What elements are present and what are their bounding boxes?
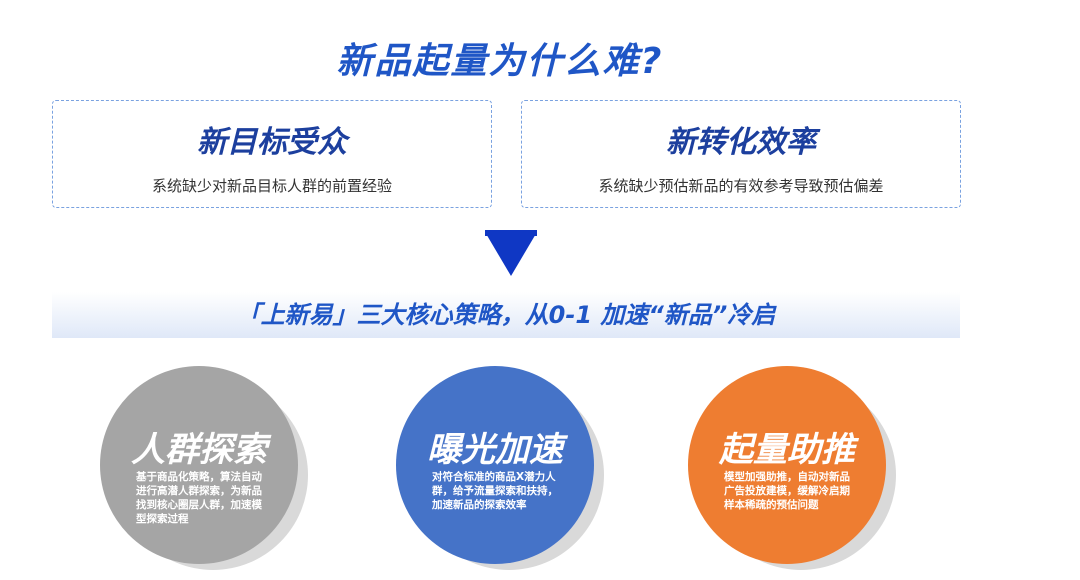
circle-bg: 曝光加速 对符合标准的商品X潜力人群，给予流量探索和扶持，加速新品的探索效率 <box>396 366 594 564</box>
circle-bg: 人群探索 基于商品化策略，算法自动进行高潜人群探索，为新品找到核心圈层人群，加速… <box>100 366 298 564</box>
circle-text: 基于商品化策略，算法自动进行高潜人群探索，为新品找到核心圈层人群，加速模型探索过… <box>136 471 262 525</box>
problem-text: 系统缺少预估新品的有效参考导致预估偏差 <box>598 177 884 195</box>
circle-title: 曝光加速 <box>427 430 563 470</box>
problem-heading: 新目标受众 <box>197 125 347 160</box>
page-title: 新品起量为什么难? <box>336 41 664 82</box>
strategy-circle-audience: 人群探索 基于商品化策略，算法自动进行高潜人群探索，为新品找到核心圈层人群，加速… <box>100 366 310 570</box>
circle-text: 对符合标准的商品X潜力人群，给予流量探索和扶持，加速新品的探索效率 <box>432 471 558 511</box>
strategy-circle-exposure: 曝光加速 对符合标准的商品X潜力人群，给予流量探索和扶持，加速新品的探索效率 <box>396 366 606 570</box>
problem-text: 系统缺少对新品目标人群的前置经验 <box>151 177 392 195</box>
strategy-banner: 「上新易」三大核心策略，从0-1 加速“新品”冷启 <box>52 292 960 338</box>
circle-text: 模型加强助推，自动对新品广告投放建模，缓解冷启期样本稀疏的预估问题 <box>724 471 850 511</box>
circle-title: 人群探索 <box>131 430 267 470</box>
strategy-circle-boost: 起量助推 模型加强助推，自动对新品广告投放建模，缓解冷启期样本稀疏的预估问题 <box>688 366 898 570</box>
down-arrow-icon <box>485 230 537 276</box>
problem-heading: 新转化效率 <box>666 125 816 160</box>
circle-bg: 起量助推 模型加强助推，自动对新品广告投放建模，缓解冷启期样本稀疏的预估问题 <box>688 366 886 564</box>
circle-title: 起量助推 <box>719 430 855 470</box>
problem-box-audience: 新目标受众 系统缺少对新品目标人群的前置经验 <box>52 100 492 208</box>
problem-box-conversion: 新转化效率 系统缺少预估新品的有效参考导致预估偏差 <box>521 100 961 208</box>
